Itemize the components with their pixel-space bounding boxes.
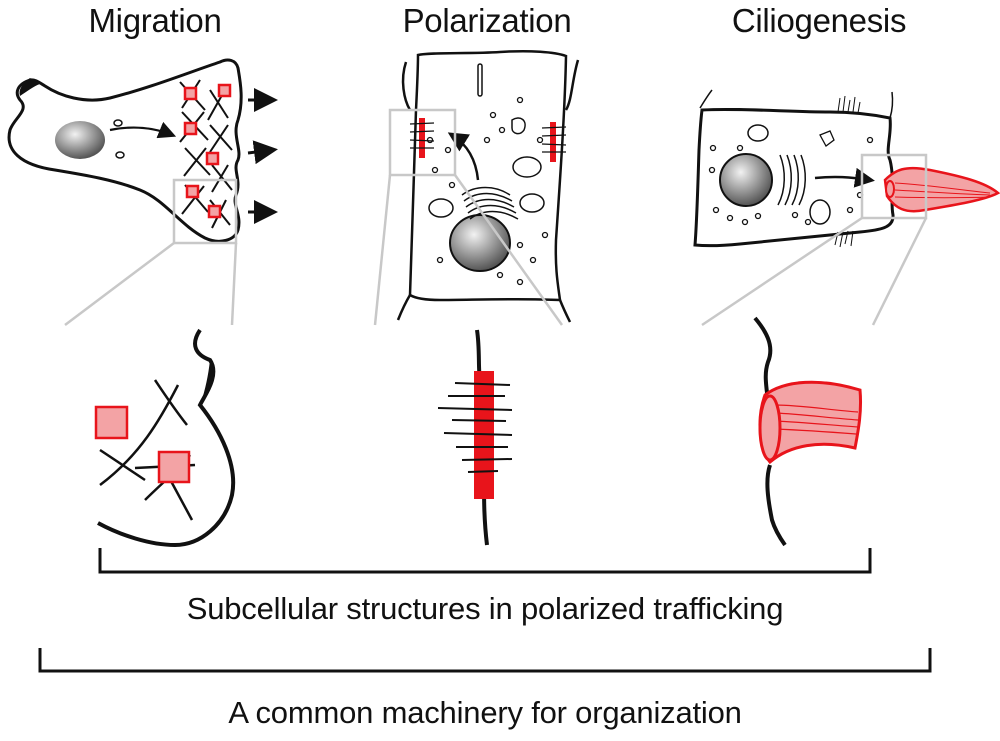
migration-direction-arrows	[247, 88, 278, 224]
organelle	[819, 130, 835, 147]
mitochondrion	[519, 193, 545, 213]
vesicle-square	[94, 405, 129, 440]
polarization-zoom-box	[388, 108, 457, 177]
membrane	[558, 299, 572, 323]
mitochondrion	[809, 199, 831, 225]
vesicle	[113, 119, 123, 127]
ciliogenesis-zoom-detail	[753, 316, 862, 547]
vesicle	[115, 151, 125, 159]
membrane-thickening	[200, 360, 215, 406]
junction-fibers	[437, 382, 513, 473]
trafficking-arrow	[814, 167, 875, 188]
membrane	[401, 61, 412, 111]
ciliogenesis-cell	[693, 89, 1000, 327]
junction-left	[409, 118, 435, 158]
caption-subcellular-structures: Subcellular structures in polarized traf…	[186, 591, 784, 626]
transition-zone	[758, 394, 782, 462]
polarization-title: Polarization	[402, 2, 572, 39]
zoom-line	[230, 242, 238, 326]
centriole	[477, 63, 483, 97]
migration-nucleus	[55, 121, 105, 159]
membrane	[396, 294, 412, 321]
zoom-line	[871, 217, 928, 326]
organelle	[511, 117, 526, 135]
mitochondrion	[512, 156, 542, 178]
migration-title: Migration	[88, 2, 222, 39]
actin-filaments	[99, 379, 196, 521]
migration-zoom-detail	[94, 328, 236, 548]
vesicle-square	[157, 450, 191, 484]
bracket-common	[38, 648, 932, 673]
ciliogenesis-nucleus	[719, 153, 773, 207]
ciliogenesis-title: Ciliogenesis	[731, 2, 907, 39]
polarization-nucleus	[449, 214, 511, 272]
polarization-zoom-detail	[437, 329, 513, 546]
migration-cell	[7, 58, 278, 326]
bracket-subcellular	[98, 548, 872, 574]
mitochondrion	[747, 124, 769, 142]
caption-common-machinery: A common machinery for organization	[228, 695, 742, 730]
membrane	[564, 59, 580, 111]
small-vesicles	[708, 136, 874, 226]
membrane	[699, 89, 713, 109]
mitochondrion	[428, 198, 454, 218]
ciliogenesis-cell-outline	[693, 107, 895, 248]
ciliogenesis-zoom-box	[860, 153, 928, 220]
cilium	[883, 166, 1000, 213]
zoom-line	[373, 174, 392, 326]
membrane	[97, 328, 236, 548]
polarization-cell	[373, 49, 580, 326]
junction-right	[541, 122, 567, 162]
cilium-axoneme	[894, 182, 991, 199]
trafficking-arrow	[109, 121, 177, 139]
zoom-line	[64, 242, 175, 326]
zoom-line	[453, 174, 564, 326]
migration-cell-edge-dark	[19, 78, 40, 96]
zoom-line	[701, 216, 863, 327]
golgi	[461, 186, 519, 220]
vesicle-squares	[183, 83, 232, 219]
basal-body	[885, 180, 895, 198]
migration-zoom-box	[172, 178, 238, 245]
golgi	[777, 154, 806, 206]
membrane	[889, 91, 894, 119]
axoneme	[774, 404, 859, 435]
migration-cell-outline	[7, 58, 243, 243]
